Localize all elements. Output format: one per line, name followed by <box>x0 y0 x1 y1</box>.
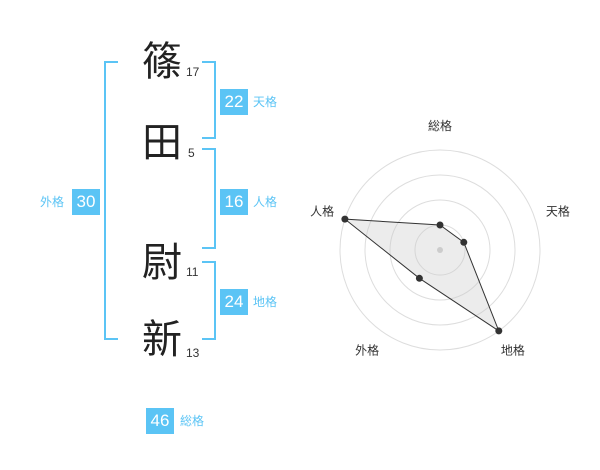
radar-axis-label-1: 総格 <box>428 118 452 133</box>
radar-axis-label-5: 人格 <box>310 204 334 219</box>
radar-point-5 <box>341 215 349 223</box>
kanji-1: 篠 <box>142 39 182 85</box>
kanji-4: 新 <box>142 317 182 363</box>
radar-ring-4 <box>339 149 541 351</box>
kanji-3: 尉 <box>142 240 182 286</box>
jinkaku-label: 人格 <box>253 195 278 209</box>
chikaku-label: 地格 <box>253 295 278 309</box>
gaikaku-label: 外格 <box>40 195 65 209</box>
tenkaku-label: 天格 <box>253 95 278 109</box>
chikaku-bracket <box>202 261 216 340</box>
radar-point-1 <box>436 221 444 229</box>
radar-point-3 <box>495 327 503 335</box>
radar-axis-label-2: 天格 <box>546 204 570 219</box>
gaikaku-bracket <box>104 61 118 340</box>
radar-center <box>437 247 443 253</box>
radar-point-4 <box>415 274 423 282</box>
jinkaku-badge: 16 <box>220 189 248 215</box>
gaikaku-badge: 30 <box>72 189 100 215</box>
radar-ring-2 <box>389 199 491 301</box>
stroke-count-3: 11 <box>186 265 199 279</box>
radar-axis-label-3: 地格 <box>501 342 525 357</box>
jinkaku-bracket <box>202 148 216 249</box>
stroke-count-1: 17 <box>186 65 200 79</box>
radar-ring-3 <box>364 174 516 326</box>
kanji-2: 田 <box>142 120 182 166</box>
radar-point-2 <box>460 238 468 246</box>
tenkaku-badge: 22 <box>220 89 248 115</box>
radar-axis-label-4: 外格 <box>355 342 379 357</box>
stroke-count-4: 13 <box>186 346 200 360</box>
stroke-count-2: 5 <box>188 146 195 160</box>
tenkaku-bracket <box>202 61 216 139</box>
soukaku-badge: 46 <box>146 408 174 434</box>
chikaku-badge: 24 <box>220 289 248 315</box>
soukaku-label: 総格 <box>180 414 205 428</box>
radar-data-area <box>343 218 500 333</box>
